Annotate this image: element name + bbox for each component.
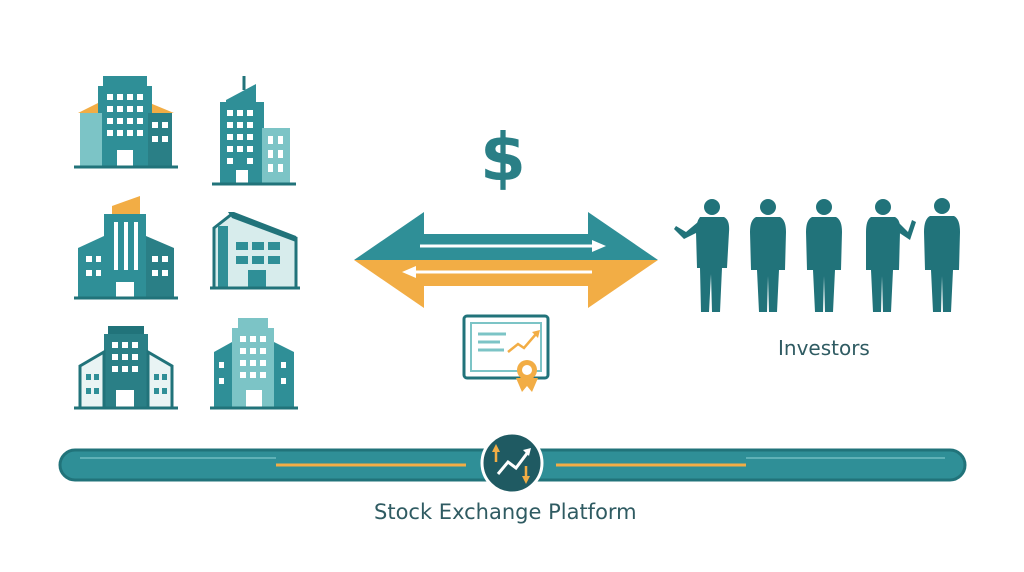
stock-certificate-icon [462,314,550,392]
investors-label: Investors [778,336,870,360]
investor-silhouette-icon [674,199,730,312]
office-building-icon [74,76,178,169]
building-flag-icon [74,196,178,300]
trend-arrows-icon [480,431,544,495]
investor-silhouette-icon [866,199,916,312]
dollar-icon: $ [480,119,526,196]
investor-silhouette-icon [750,199,786,312]
office-tower-icon [212,76,296,186]
investor-silhouette-icon [924,198,960,312]
two-way-arrow-icon [354,212,658,308]
apartment-block-icon [74,326,178,410]
platform-label: Stock Exchange Platform [374,500,637,524]
office-complex-icon [210,318,298,410]
investor-silhouette-icon [806,199,842,312]
warehouse-office-icon [210,212,300,290]
